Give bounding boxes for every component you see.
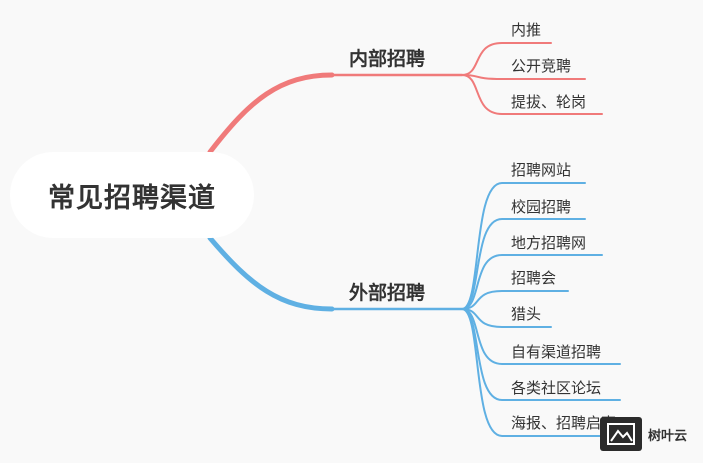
connector-external-leaf-2 — [461, 218, 586, 310]
leaf-external-3: 地方招聘网 — [511, 234, 587, 252]
leaf-internal-1: 内推 — [511, 21, 542, 39]
connector-external-leaf-3 — [461, 254, 603, 310]
leaf-internal-3: 提拔、轮岗 — [511, 93, 587, 111]
watermark-logo-icon — [600, 417, 642, 451]
leaf-external-8: 海报、招聘启事 — [511, 414, 617, 432]
connector-external-leaf-8 — [461, 308, 637, 437]
connector-root-to-internal — [207, 72, 335, 155]
watermark: 树叶云 — [600, 416, 687, 452]
leaf-external-6: 自有渠道招聘 — [511, 343, 602, 361]
leaf-external-1: 招聘网站 — [511, 161, 572, 179]
leaf-external-4: 招聘会 — [511, 269, 557, 287]
connector-external-leaf-4 — [461, 290, 569, 310]
connector-internal-leaf-3 — [461, 74, 603, 115]
connector-external-leaf-5 — [461, 308, 552, 328]
leaf-external-7: 各类社区论坛 — [511, 379, 602, 397]
connector-root-to-external — [207, 235, 335, 312]
leaf-internal-2: 公开竞聘 — [511, 57, 572, 75]
branch-internal-label: 内部招聘 — [349, 48, 426, 70]
leaf-external-5: 猎头 — [511, 305, 542, 323]
connector-internal-leaf-1 — [461, 42, 552, 76]
root-label: 常见招聘渠道 — [48, 182, 216, 214]
branch-external-label: 外部招聘 — [349, 282, 426, 304]
root-node: 常见招聘渠道 — [10, 152, 254, 238]
leaf-external-2: 校园招聘 — [511, 198, 572, 216]
watermark-text: 树叶云 — [648, 428, 688, 444]
